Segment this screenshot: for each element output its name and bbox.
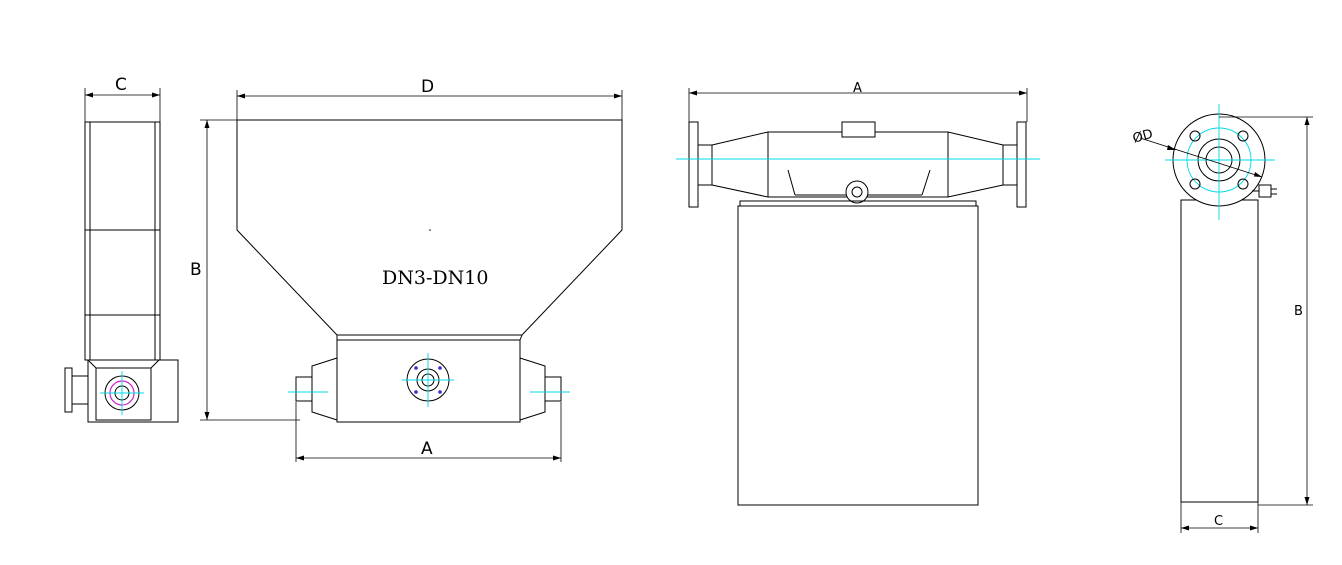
sensor-body bbox=[336, 339, 521, 423]
dim-label-d: D bbox=[421, 77, 434, 97]
model-range-label: DN3-DN10 bbox=[382, 267, 488, 289]
flange-left bbox=[688, 121, 699, 208]
centre-fitting bbox=[845, 180, 869, 204]
housing-side bbox=[84, 121, 161, 361]
dim-label-b-view4: B bbox=[1294, 304, 1303, 319]
view-elevation: A bbox=[676, 81, 1040, 506]
dim-label-b-view2: B bbox=[190, 260, 202, 280]
view-front: D B DN3-DN10 bbox=[190, 77, 623, 462]
view-side-small: C bbox=[64, 75, 179, 423]
dim-label-c-view1: C bbox=[115, 75, 127, 95]
dim-label-c-view4: C bbox=[1214, 514, 1223, 529]
side-enclosure bbox=[1180, 199, 1259, 503]
dim-label-a-view3: A bbox=[853, 81, 862, 96]
view-side-flange: ØD B C bbox=[1131, 104, 1313, 533]
junction-box bbox=[841, 121, 876, 138]
cable-gland bbox=[1258, 184, 1272, 198]
dim-label-a-view2: A bbox=[421, 439, 433, 459]
flange-right bbox=[1016, 121, 1027, 208]
flow-tube-box bbox=[87, 359, 179, 423]
transmitter-housing bbox=[236, 119, 623, 336]
dim-label-flange-dia: ØD bbox=[1131, 127, 1154, 147]
main-enclosure bbox=[737, 205, 979, 506]
